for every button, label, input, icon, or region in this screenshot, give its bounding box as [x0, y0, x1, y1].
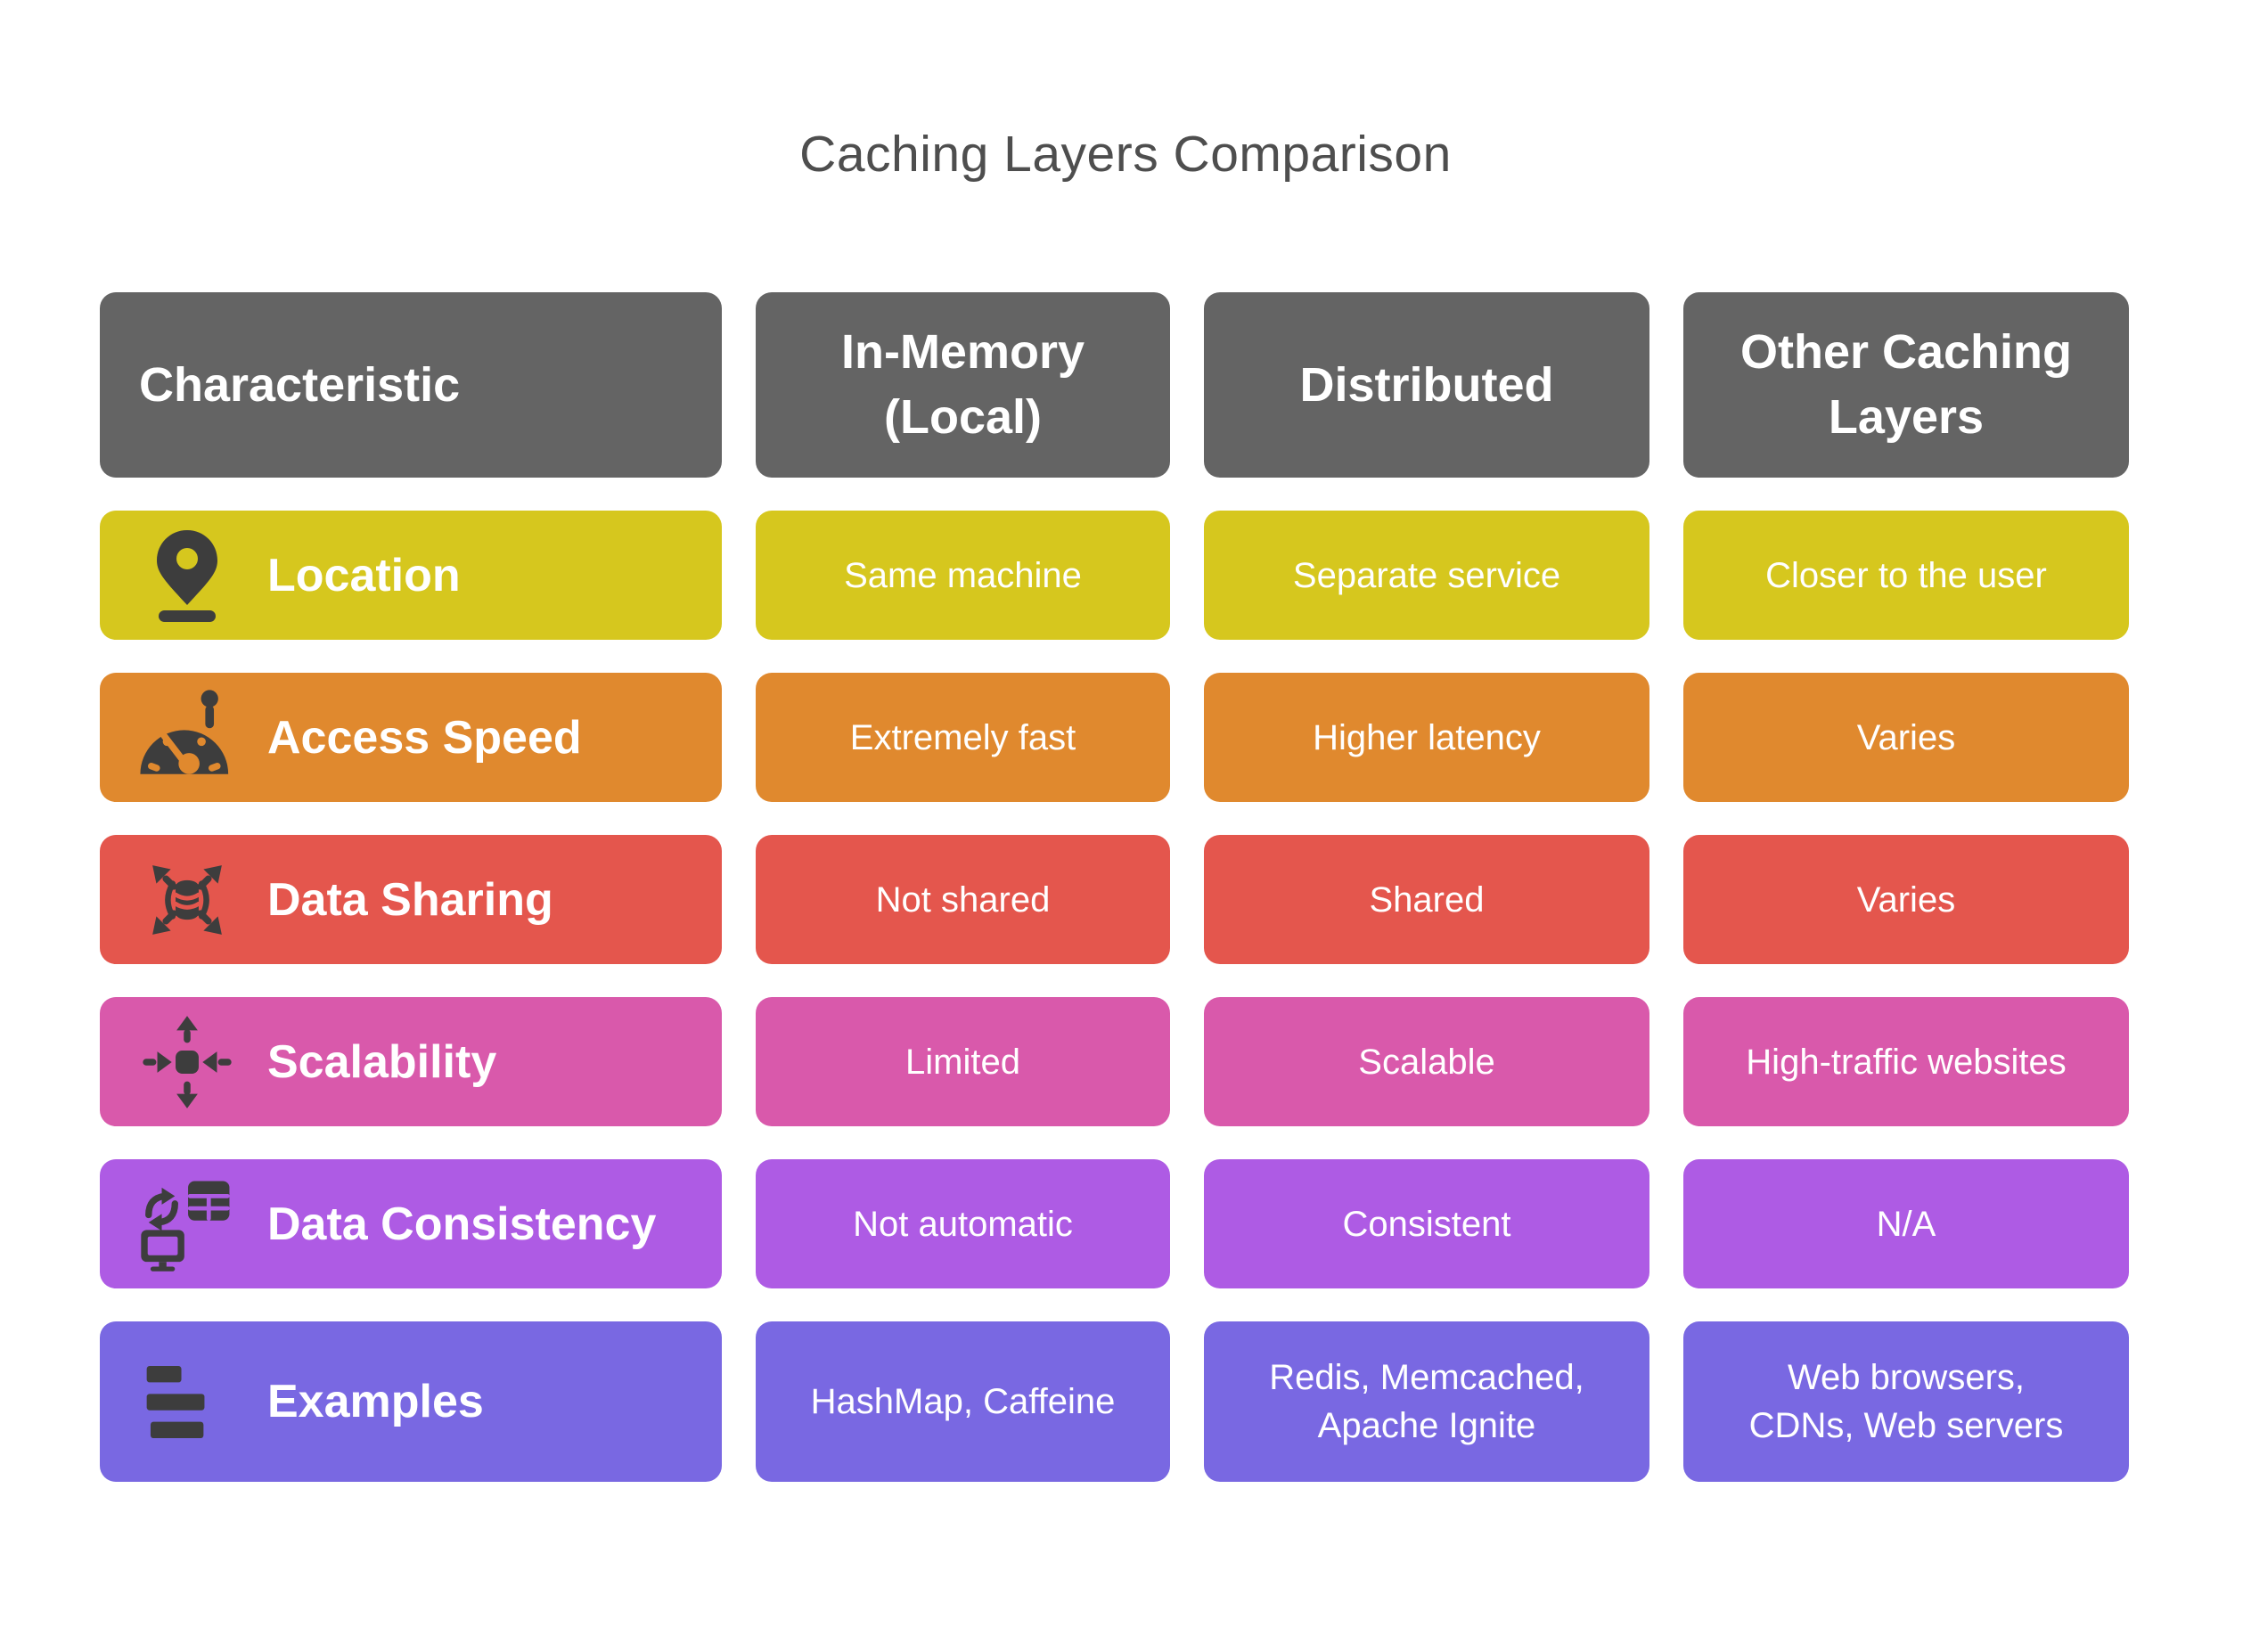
- location-pin-icon: [130, 526, 244, 626]
- characteristic-cell: Scalability: [100, 997, 722, 1126]
- examples-list-icon: [130, 1353, 244, 1450]
- value-cell: Not shared: [756, 835, 1170, 964]
- characteristic-cell: Examples: [100, 1321, 722, 1482]
- characteristic-label: Access Speed: [267, 711, 582, 764]
- value-cell: Scalable: [1204, 997, 1649, 1126]
- value-cell: Redis, Memcached, Apache Ignite: [1204, 1321, 1649, 1482]
- value-cell: Closer to the user: [1683, 511, 2129, 640]
- value-cell: Extremely fast: [756, 673, 1170, 802]
- value-cell: Separate service: [1204, 511, 1649, 640]
- scalability-arrows-icon: [130, 1014, 244, 1110]
- header-cell-distributed: Distributed: [1204, 292, 1649, 478]
- header-cell-in-memory: In-Memory (Local): [756, 292, 1170, 478]
- characteristic-label: Scalability: [267, 1035, 497, 1088]
- value-cell: Web browsers, CDNs, Web servers: [1683, 1321, 2129, 1482]
- header-cell-characteristic: Characteristic: [100, 292, 722, 478]
- value-cell: Not automatic: [756, 1159, 1170, 1288]
- characteristic-cell: Location: [100, 511, 722, 640]
- value-cell: High-traffic websites: [1683, 997, 2129, 1126]
- value-cell: N/A: [1683, 1159, 2129, 1288]
- value-cell: Shared: [1204, 835, 1649, 964]
- value-cell: Same machine: [756, 511, 1170, 640]
- data-consistency-icon: [130, 1177, 244, 1272]
- value-cell: Consistent: [1204, 1159, 1649, 1288]
- characteristic-label: Data Consistency: [267, 1198, 657, 1250]
- characteristic-cell: Access Speed: [100, 673, 722, 802]
- characteristic-label: Examples: [267, 1376, 484, 1427]
- value-cell: HashMap, Caffeine: [756, 1321, 1170, 1482]
- value-cell: Higher latency: [1204, 673, 1649, 802]
- characteristic-cell: Data Sharing: [100, 835, 722, 964]
- characteristic-label: Data Sharing: [267, 873, 553, 926]
- value-cell: Varies: [1683, 835, 2129, 964]
- header-cell-other-caching-layers: Other Caching Layers: [1683, 292, 2129, 478]
- comparison-table: Characteristic In-Memory (Local) Distrib…: [100, 292, 2129, 1482]
- value-cell: Limited: [756, 997, 1170, 1126]
- characteristic-cell: Data Consistency: [100, 1159, 722, 1288]
- page-title: Caching Layers Comparison: [799, 126, 1452, 183]
- characteristic-label: Location: [267, 549, 461, 601]
- speedometer-icon: [130, 689, 244, 786]
- data-sharing-icon: [130, 852, 244, 948]
- value-cell: Varies: [1683, 673, 2129, 802]
